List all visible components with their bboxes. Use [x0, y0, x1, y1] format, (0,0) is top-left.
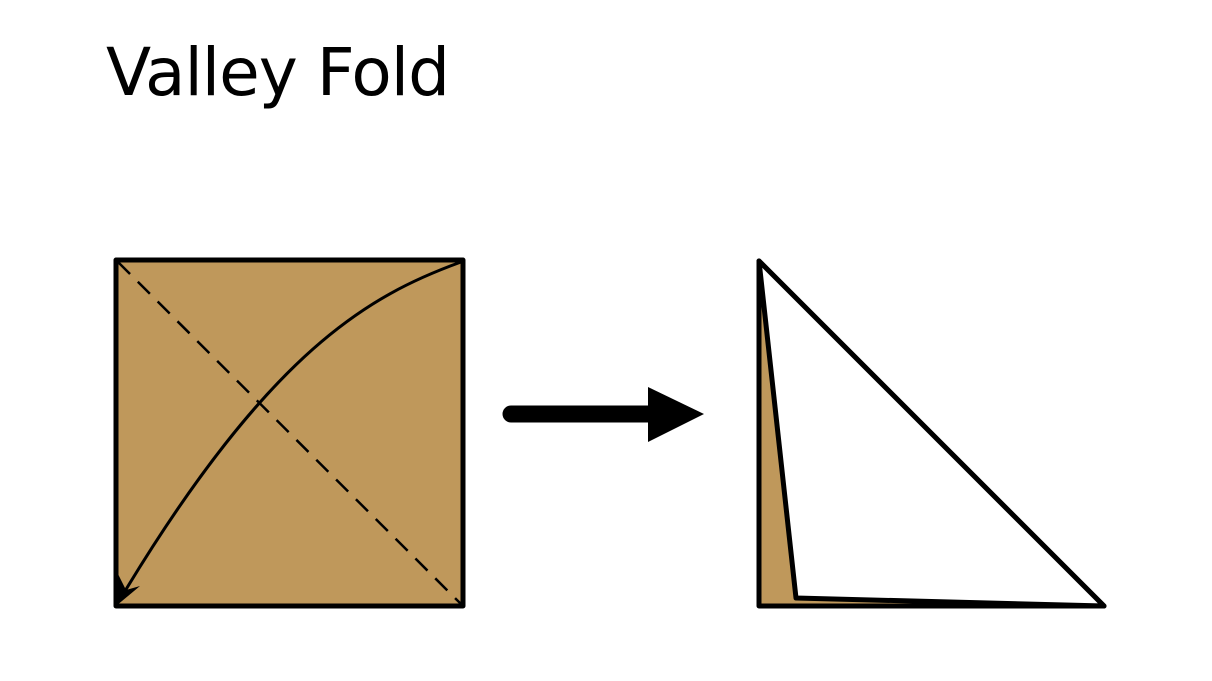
fold-direction-arrow	[120, 260, 462, 597]
arrow-right-icon	[648, 387, 704, 442]
transition-arrow	[502, 387, 704, 442]
arrowhead-icon	[116, 574, 140, 606]
valley-fold-line	[117, 261, 462, 605]
step-1-square	[113, 257, 466, 609]
step-2-triangle	[756, 258, 1107, 609]
diagram-title: Valley Fold	[106, 34, 450, 111]
folded-flap	[756, 258, 1107, 609]
